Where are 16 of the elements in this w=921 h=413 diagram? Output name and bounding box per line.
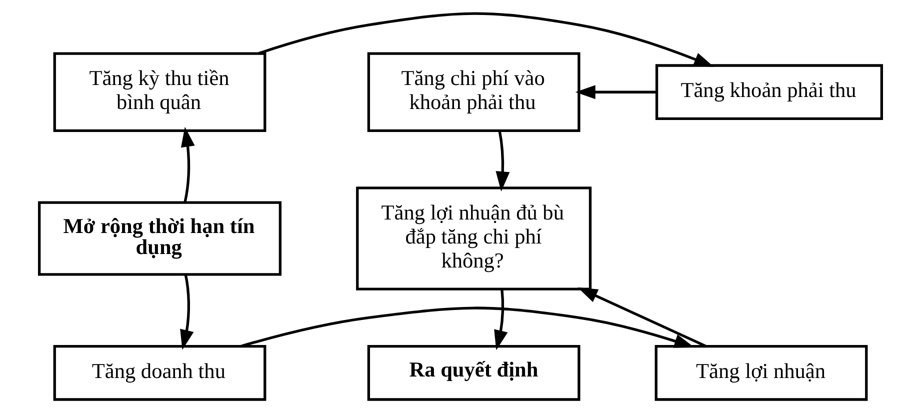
node-box: Mở rộng thời hạn tín dụng — [38, 201, 282, 276]
arrow — [575, 85, 657, 100]
node-box: Tăng lợi nhuận — [654, 344, 868, 401]
arrow — [180, 126, 195, 203]
arrow — [258, 12, 714, 67]
arrow — [180, 274, 194, 350]
arrow — [496, 130, 510, 192]
node-box: Tăng doanh thu — [53, 344, 266, 401]
arrow — [240, 306, 694, 348]
node-box: Ra quyết định — [367, 344, 580, 401]
node-box: Tăng lợi nhuận đủ bù đắp tăng chi phí không? — [356, 186, 592, 290]
node-box: Tăng chi phí vào khoản phải thu — [367, 52, 580, 132]
node-box: Tăng kỳ thu tiền bình quân — [53, 52, 266, 132]
node-box: Tăng khoản phải thu — [655, 64, 883, 120]
arrow — [578, 287, 706, 348]
arrow — [494, 289, 508, 350]
